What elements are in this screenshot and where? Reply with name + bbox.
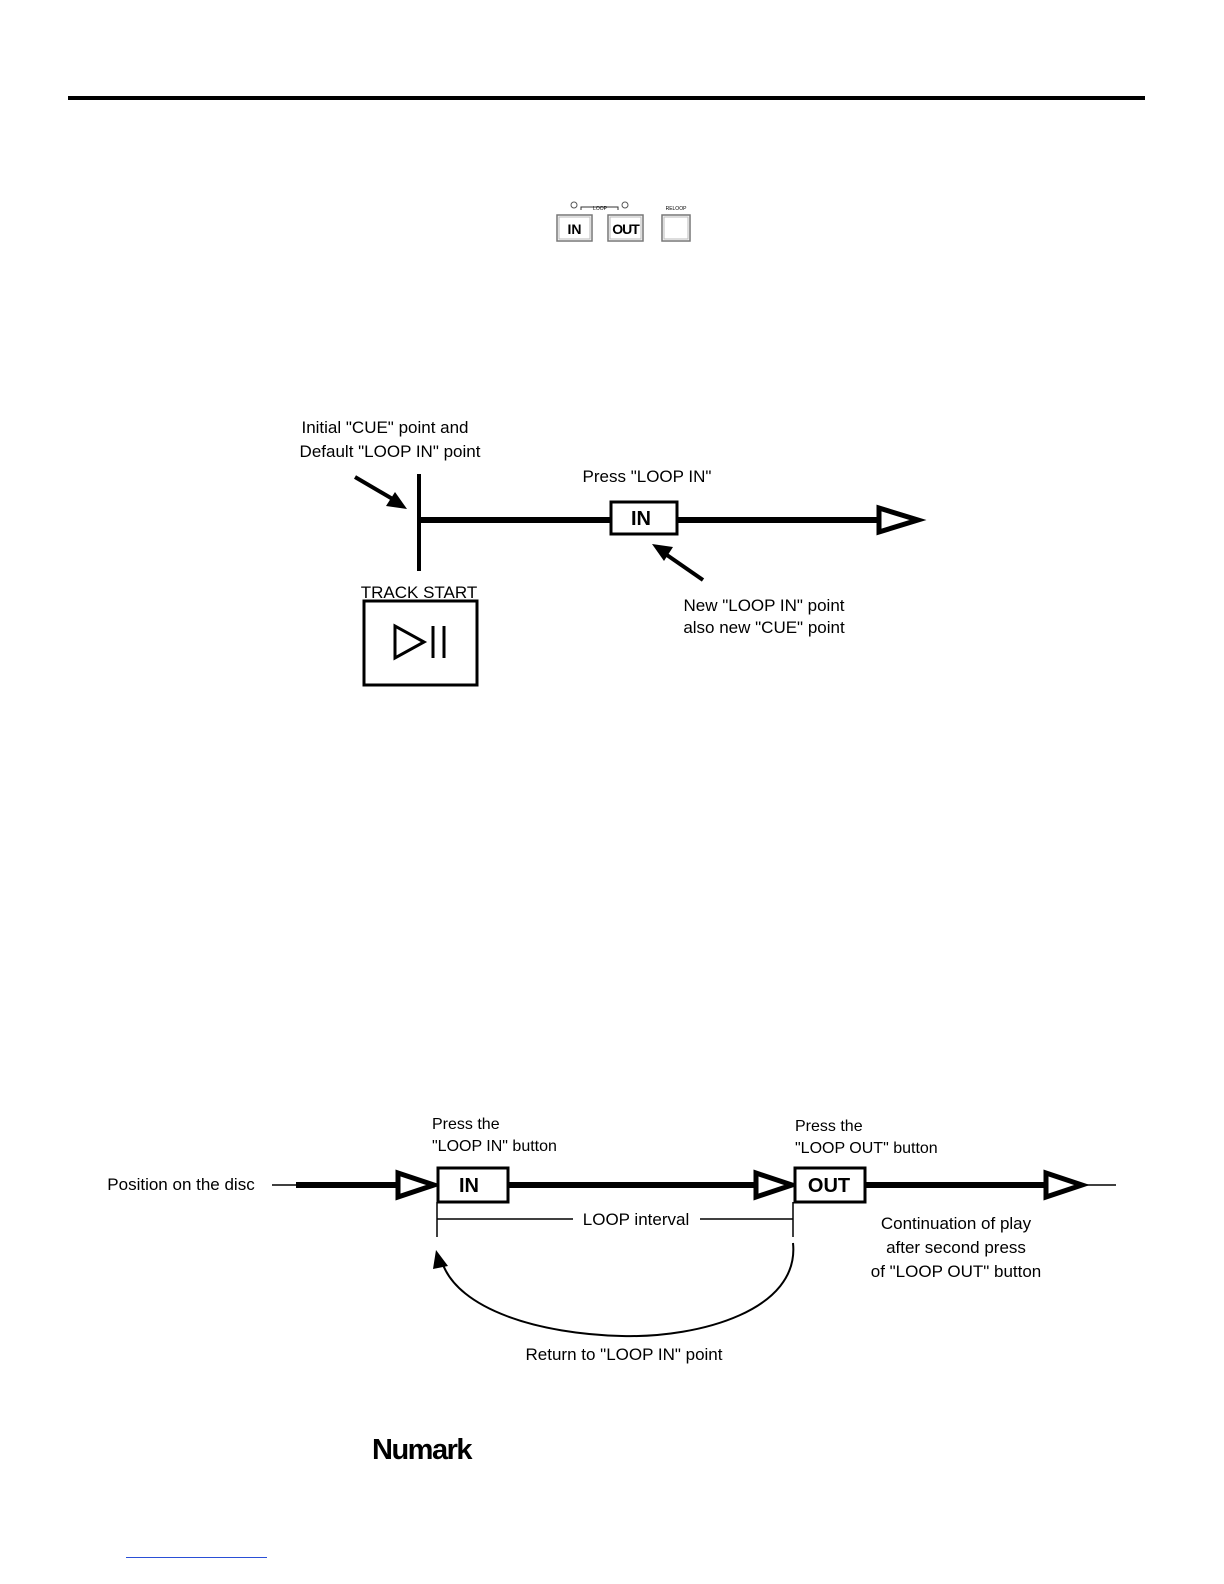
direction-arrow-icon <box>753 1169 800 1201</box>
play-pause-icon <box>393 623 446 661</box>
new-point-arrow-line <box>662 551 705 582</box>
loop-interval-label: LOOP interval <box>583 1210 689 1229</box>
press-in-line1: Press the <box>432 1116 500 1133</box>
new-point-line1: New "LOOP IN" point <box>683 596 844 615</box>
loop-controls-illustration: LOOP RELOOP IN OUT <box>556 201 691 242</box>
cue-label-line2: Default "LOOP IN" point <box>300 442 481 461</box>
direction-arrow-icon <box>1043 1169 1090 1201</box>
loop-out-box: OUT <box>793 1166 867 1204</box>
loop-in-box-label: IN <box>459 1175 479 1197</box>
return-label: Return to "LOOP IN" point <box>526 1345 723 1364</box>
return-curve <box>441 1242 795 1338</box>
header-rule <box>68 96 1145 100</box>
loop-out-box-label: OUT <box>808 1175 850 1197</box>
diagram-in-button: IN <box>609 500 679 536</box>
press-loop-in-label: Press "LOOP IN" <box>583 467 712 486</box>
footer-link-underline[interactable] <box>126 1557 267 1558</box>
continuation-line1: Continuation of play <box>881 1214 1032 1233</box>
loop-interval-diagram: Position on the disc Press the "LOOP IN"… <box>107 1116 1116 1364</box>
loop-in-led-icon <box>570 201 578 209</box>
cue-arrow-line <box>353 475 398 503</box>
panel-in-button[interactable]: IN <box>556 214 593 242</box>
press-out-line1: Press the <box>795 1118 863 1135</box>
cue-label-line1: Initial "CUE" point and <box>301 418 468 437</box>
reloop-label: RELOOP <box>666 206 688 212</box>
new-point-arrowhead-icon <box>652 544 673 561</box>
brand-logo: Numark <box>372 1434 473 1466</box>
press-out-line2: "LOOP OUT" button <box>795 1140 938 1157</box>
continuation-line3: of "LOOP OUT" button <box>871 1262 1042 1281</box>
position-label: Position on the disc <box>107 1175 255 1194</box>
loop-in-box: IN <box>436 1166 510 1204</box>
loop-out-led-icon <box>621 201 629 209</box>
continuation-line2: after second press <box>886 1238 1026 1257</box>
panel-reloop-button[interactable] <box>661 214 691 242</box>
direction-arrow-icon <box>395 1169 442 1201</box>
diagram-in-label: IN <box>631 508 651 530</box>
track-start-label: TRACK START <box>361 583 478 602</box>
loop-in-diagram: Initial "CUE" point and Default "LOOP IN… <box>300 418 927 687</box>
cue-arrowhead-icon <box>386 492 407 509</box>
play-direction-arrow-icon <box>876 504 927 536</box>
play-pause-button <box>362 599 479 687</box>
panel-out-label: OUT <box>612 221 640 237</box>
press-in-line2: "LOOP IN" button <box>432 1138 557 1155</box>
new-point-line2: also new "CUE" point <box>683 618 845 637</box>
panel-in-label: IN <box>568 221 582 237</box>
loop-label: LOOP <box>593 206 608 212</box>
return-arrowhead-icon <box>433 1250 448 1269</box>
panel-out-button[interactable]: OUT <box>607 214 644 242</box>
